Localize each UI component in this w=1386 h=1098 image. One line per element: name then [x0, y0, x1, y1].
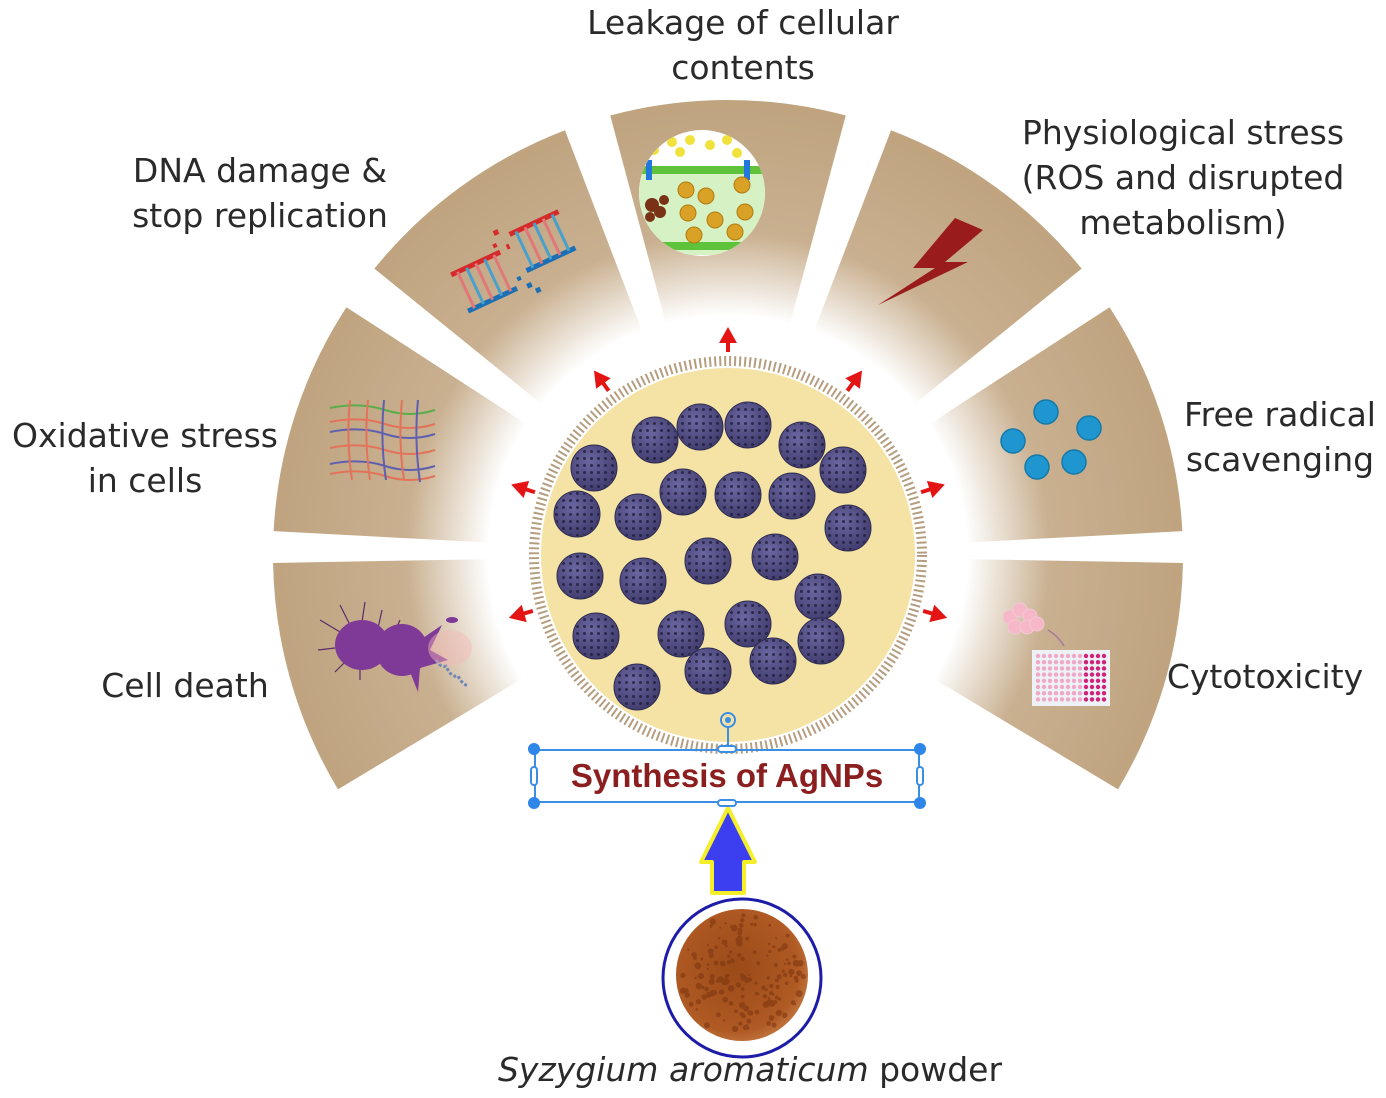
effect-arrows: [508, 327, 948, 623]
label-leakage: Leakage of cellular contents: [587, 3, 899, 87]
arrow-to-oxidative-stress: [511, 480, 536, 499]
silver-nanoparticle: [824, 504, 872, 552]
synthesis-title: Synthesis of AgNPs: [570, 757, 884, 794]
silver-nanoparticle: [749, 637, 797, 685]
label-free-radical: Free radical scavenging: [1184, 395, 1376, 479]
silver-nanoparticle: [676, 403, 724, 451]
label-cytotoxicity: Cytotoxicity: [1166, 657, 1364, 696]
silver-nanoparticle: [724, 401, 772, 449]
arrow-to-free-radical: [920, 480, 945, 499]
silver-nanoparticle: [724, 600, 772, 648]
resize-handle-top[interactable]: [717, 745, 737, 753]
broken-dna-icon: [450, 209, 577, 314]
caption-suffix: powder: [868, 1050, 1003, 1089]
synthesis-arrow-icon: [699, 806, 757, 895]
resize-handle-left[interactable]: [530, 766, 538, 786]
resize-handle-top-left[interactable]: [528, 743, 540, 755]
arrow-to-leakage: [719, 327, 737, 352]
silver-nanoparticle: [659, 468, 707, 516]
arrow-to-dna-damage: [593, 370, 611, 392]
arrow-to-cell-death: [508, 604, 534, 623]
cell-plate-assay-icon: [1002, 602, 1110, 706]
segment-free-radical: [920, 307, 1183, 543]
lightning-bolt-icon: [878, 218, 983, 305]
segment-oxidative-stress: [273, 307, 536, 543]
arrow-to-cytotoxicity: [922, 604, 948, 623]
radical-molecules-icon: [1000, 399, 1102, 480]
clove-powder-image: [661, 897, 823, 1059]
label-dna-damage: DNA damage & stop replication: [132, 151, 388, 235]
silver-nanoparticle: [778, 421, 826, 469]
silver-nanoparticle: [657, 610, 705, 658]
source-caption: Syzygium aromaticum powder: [0, 1050, 1386, 1089]
silver-nanoparticle: [614, 493, 662, 541]
silver-nanoparticle: [751, 533, 799, 581]
resize-handle-top-right[interactable]: [914, 743, 926, 755]
silver-nanoparticle: [619, 557, 667, 605]
silver-nanoparticle: [631, 416, 679, 464]
silver-nanoparticle: [572, 612, 620, 660]
label-cell-death: Cell death: [101, 666, 269, 705]
arrow-to-physiological-stress: [845, 370, 863, 392]
silver-nanoparticle: [684, 647, 732, 695]
label-physiological-stress: Physiological stress (ROS and disrupted …: [1021, 113, 1345, 242]
silver-nanoparticle: [819, 446, 867, 494]
synthesis-title-box[interactable]: Synthesis of AgNPs: [534, 749, 920, 803]
rotate-handle[interactable]: [720, 712, 736, 746]
silver-nanoparticle: [797, 617, 845, 665]
silver-nanoparticle: [794, 573, 842, 621]
silver-nanoparticle: [556, 552, 604, 600]
segment-dna-damage: [374, 130, 646, 411]
bacteria-lysis-icon: [317, 601, 472, 692]
silver-nanoparticle: [553, 490, 601, 538]
label-oxidative-stress: Oxidative stress in cells: [12, 416, 278, 500]
silver-nanoparticle: [570, 444, 618, 492]
species-name: Syzygium aromaticum: [497, 1050, 869, 1089]
protein-mesh-icon: [329, 399, 436, 483]
resize-handle-bottom-right[interactable]: [914, 797, 926, 809]
agnp-core: [529, 356, 927, 754]
silver-nanoparticle: [768, 472, 816, 520]
silver-nanoparticle: [714, 471, 762, 519]
silver-nanoparticle: [684, 537, 732, 585]
resize-handle-bottom[interactable]: [717, 799, 737, 807]
silver-nanoparticle: [613, 663, 661, 711]
resize-handle-bottom-left[interactable]: [528, 797, 540, 809]
resize-handle-right[interactable]: [916, 766, 924, 786]
